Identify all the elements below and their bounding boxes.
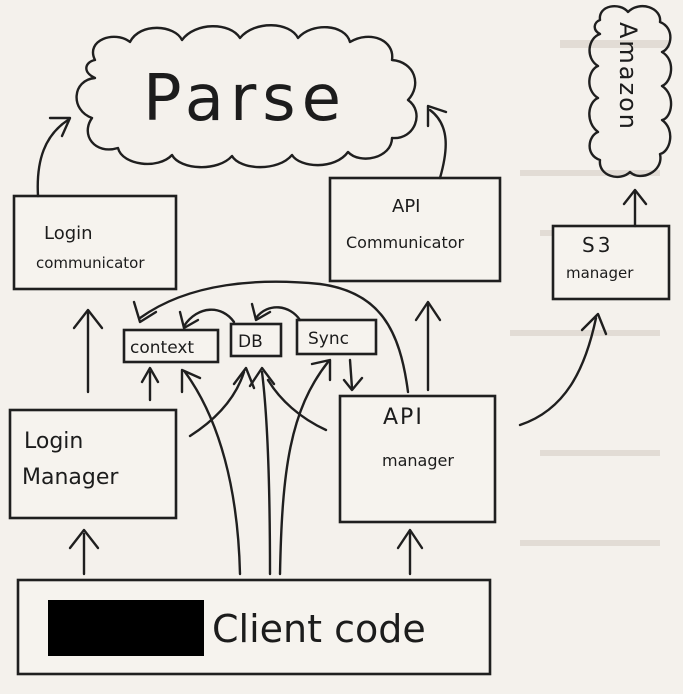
arrow-loginmgr-to-db: [188, 370, 246, 438]
sync-label: Sync: [308, 329, 349, 349]
arrow-client-to-context: [183, 370, 242, 576]
arrowhead-client-to-db: [248, 366, 276, 388]
api-communicator-line2: Communicator: [346, 233, 465, 252]
api-manager-line2: manager: [382, 451, 454, 470]
context-label: context: [130, 338, 194, 358]
arrowhead-client-to-apimgr: [396, 528, 424, 550]
db-box: DB: [229, 322, 283, 358]
s3-manager-box: S3 manager: [551, 224, 671, 301]
s3-manager-line2: manager: [566, 264, 634, 282]
arrow-apimgr-to-s3: [518, 316, 598, 427]
login-communicator-line2: communicator: [36, 254, 145, 272]
arrowhead-client-to-context: [180, 368, 202, 394]
api-manager-box: API manager: [338, 394, 497, 524]
arrow-sync-down: [348, 358, 354, 390]
context-box: context: [122, 328, 220, 364]
sync-box: Sync: [295, 318, 378, 356]
arrow-client-to-sync: [278, 360, 330, 576]
arrow-db-to-context: [182, 308, 236, 328]
login-communicator-line1: Login: [44, 223, 93, 244]
arrow-apimgr-to-db: [266, 378, 328, 432]
arrow-sync-to-db: [254, 306, 302, 322]
amazon-label: Amazon: [614, 22, 642, 131]
parse-label: Parse: [143, 62, 347, 136]
arrow-apimgr-to-context-arc: [138, 280, 410, 394]
parse-cloud: Parse: [75, 24, 418, 169]
amazon-cloud: Amazon: [588, 4, 673, 179]
arrow-client-to-db: [260, 370, 272, 576]
arrow-logincomm-to-parse: [36, 118, 70, 198]
api-manager-line1: API: [383, 405, 424, 430]
arrowhead-sync-down: [342, 376, 364, 392]
arrowhead-client-to-sync: [310, 358, 332, 382]
arrow-apicomm-to-parse: [428, 108, 447, 180]
arrowhead-sync-to-db: [250, 302, 272, 322]
login-communicator-box: Login communicator: [12, 194, 178, 291]
api-communicator-line1: API: [392, 196, 420, 217]
arrowhead-apimgr-to-s3: [580, 312, 608, 336]
client-code-label: Client code: [212, 607, 426, 651]
arrowhead-logincomm-to-parse: [48, 116, 72, 138]
api-communicator-box: API Communicator: [328, 176, 502, 283]
arrowhead-loginmgr-to-db: [232, 366, 256, 390]
arrowhead-apimgr-to-context-arc: [132, 300, 158, 324]
arrows: [36, 104, 648, 576]
arrowhead-loginmgr-to-logincomm: [72, 308, 104, 330]
arrowhead-loginmgr-to-context: [140, 366, 160, 384]
arrowhead-client-to-loginmgr: [68, 528, 100, 550]
client-code-box: Client code: [16, 578, 492, 676]
login-manager-box: Login Manager: [8, 408, 178, 520]
login-manager-line1: Login: [24, 429, 83, 454]
db-label: DB: [238, 332, 263, 352]
s3-manager-line1: S3: [582, 233, 613, 257]
login-manager-line2: Manager: [22, 465, 119, 490]
arrowhead-apimgr-to-apicomm: [414, 300, 442, 322]
redaction-block: [48, 600, 204, 656]
arrowhead-apicomm-to-parse: [426, 104, 448, 128]
arrowhead-db-to-context: [178, 310, 200, 330]
arrowhead-s3-to-amazon: [622, 188, 648, 206]
